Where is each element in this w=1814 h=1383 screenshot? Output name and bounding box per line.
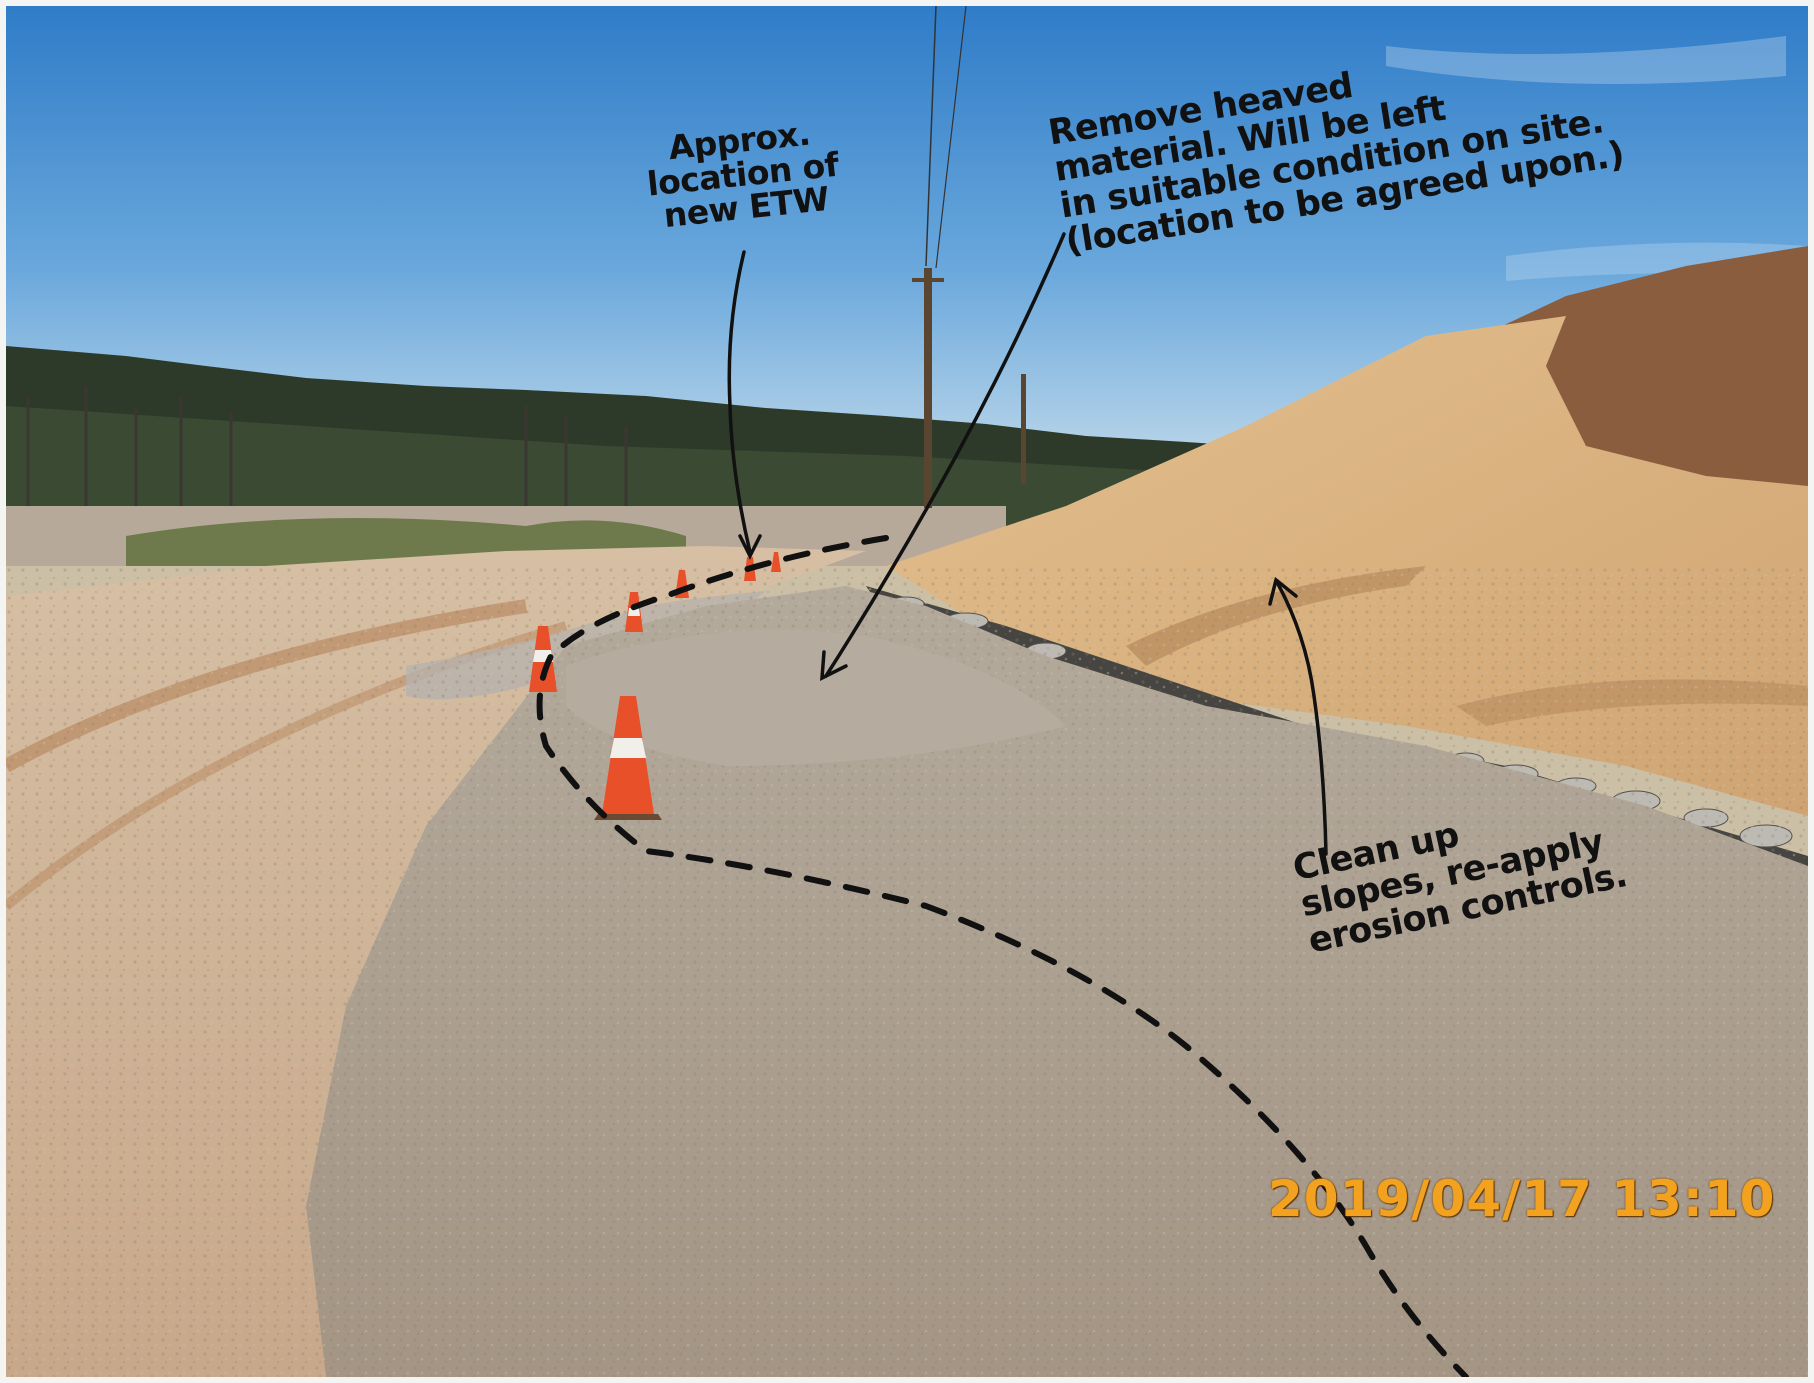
heaved-arrow — [824, 232, 1066, 678]
etw-arrow-head — [738, 534, 762, 560]
traffic-cone — [594, 696, 662, 820]
site-photo: Approx. location of new ETW Remove heave… — [6, 6, 1808, 1377]
power-poles — [912, 6, 1026, 508]
etw-arrow — [727, 250, 752, 554]
slopes-arrow-head — [1268, 576, 1298, 606]
construction-site-scene — [6, 6, 1808, 1377]
traffic-cone — [771, 552, 781, 572]
slopes-arrow — [1276, 582, 1328, 856]
cloud-wisp — [1386, 36, 1786, 84]
traffic-cone — [625, 592, 643, 632]
etw-location-note: Approx. location of new ETW — [645, 113, 841, 236]
heaved-material-mound — [566, 630, 1066, 766]
etw-dashed-line — [536, 535, 1469, 1377]
photo-timestamp: 2019/04/17 13:10 — [1268, 1170, 1776, 1228]
heaved-arrow-head — [820, 650, 848, 681]
traffic-cone — [529, 626, 557, 692]
annotation-arrows — [727, 232, 1328, 856]
